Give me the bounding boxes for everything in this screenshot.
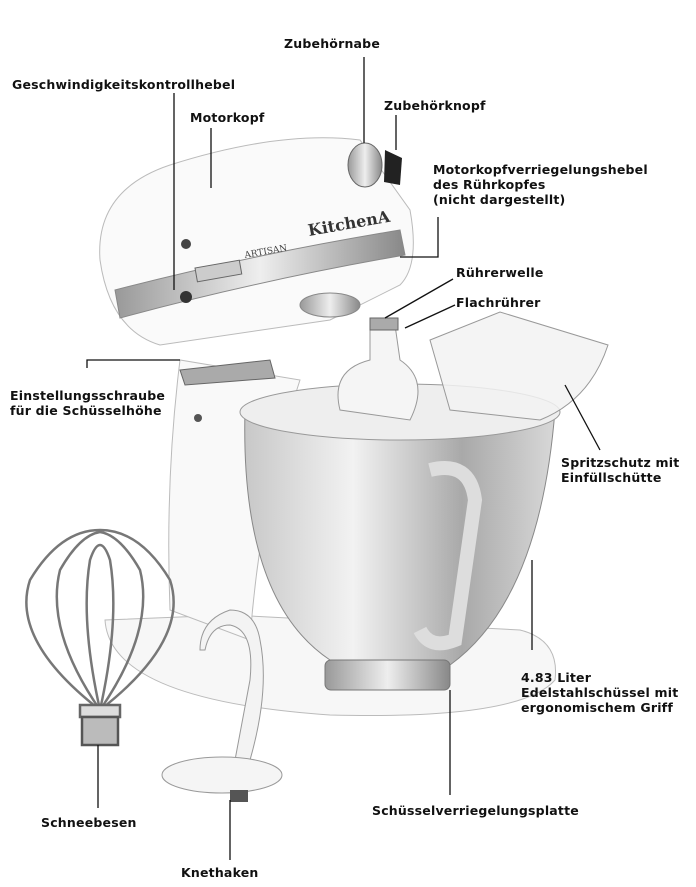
wire-whisk <box>25 528 175 747</box>
label-line: für die Schüsselhöhe <box>10 403 162 418</box>
pouring-shield <box>429 311 609 421</box>
label-line: Spritzschutz mit <box>561 455 680 470</box>
flat-beater <box>337 324 419 421</box>
label-beater-shaft: Rührerwelle <box>456 265 544 280</box>
motor-head: KitchenA ARTISAN <box>99 137 414 386</box>
label-speed-control-lever: Geschwindigkeitskontrollhebel <box>12 77 236 92</box>
label-line: Motorkopfverriegelungshebel <box>433 162 648 177</box>
dough-hook <box>161 609 283 802</box>
label-line: 4.83 Liter <box>521 670 592 685</box>
label-line: ergonomischem Griff <box>521 700 673 715</box>
label-dough-hook: Knethaken <box>181 865 259 880</box>
leader-lines <box>86 57 601 860</box>
label-head-locking-lever: Motorkopfverriegelungshebel des Rührkopf… <box>433 162 648 207</box>
label-accessory-knob: Zubehörknopf <box>384 98 486 113</box>
label-line: Einstellungsschraube <box>10 388 166 403</box>
label-bowl-clamping-plate: Schüsselverriegelungsplatte <box>372 803 579 818</box>
label-accessory-hub: Zubehörnabe <box>284 36 380 51</box>
label-motor-head: Motorkopf <box>190 110 265 125</box>
label-line: Einfüllschütte <box>561 470 662 485</box>
column-screw <box>194 414 202 422</box>
label-flat-beater: Flachrührer <box>456 295 541 310</box>
label-line: (nicht dargestellt) <box>433 192 566 207</box>
label-line: des Rührkopfes <box>433 177 546 192</box>
label-wire-whisk: Schneebesen <box>41 815 137 830</box>
label-line: Edelstahlschüssel mit <box>521 685 679 700</box>
bowl <box>239 383 561 691</box>
label-pouring-shield: Spritzschutz mit Einfüllschütte <box>561 455 679 485</box>
label-bowl: 4.83 Liter Edelstahlschüssel mit ergonom… <box>521 670 678 715</box>
label-bowl-height-screw: Einstellungsschraube für die Schüsselhöh… <box>10 388 165 418</box>
